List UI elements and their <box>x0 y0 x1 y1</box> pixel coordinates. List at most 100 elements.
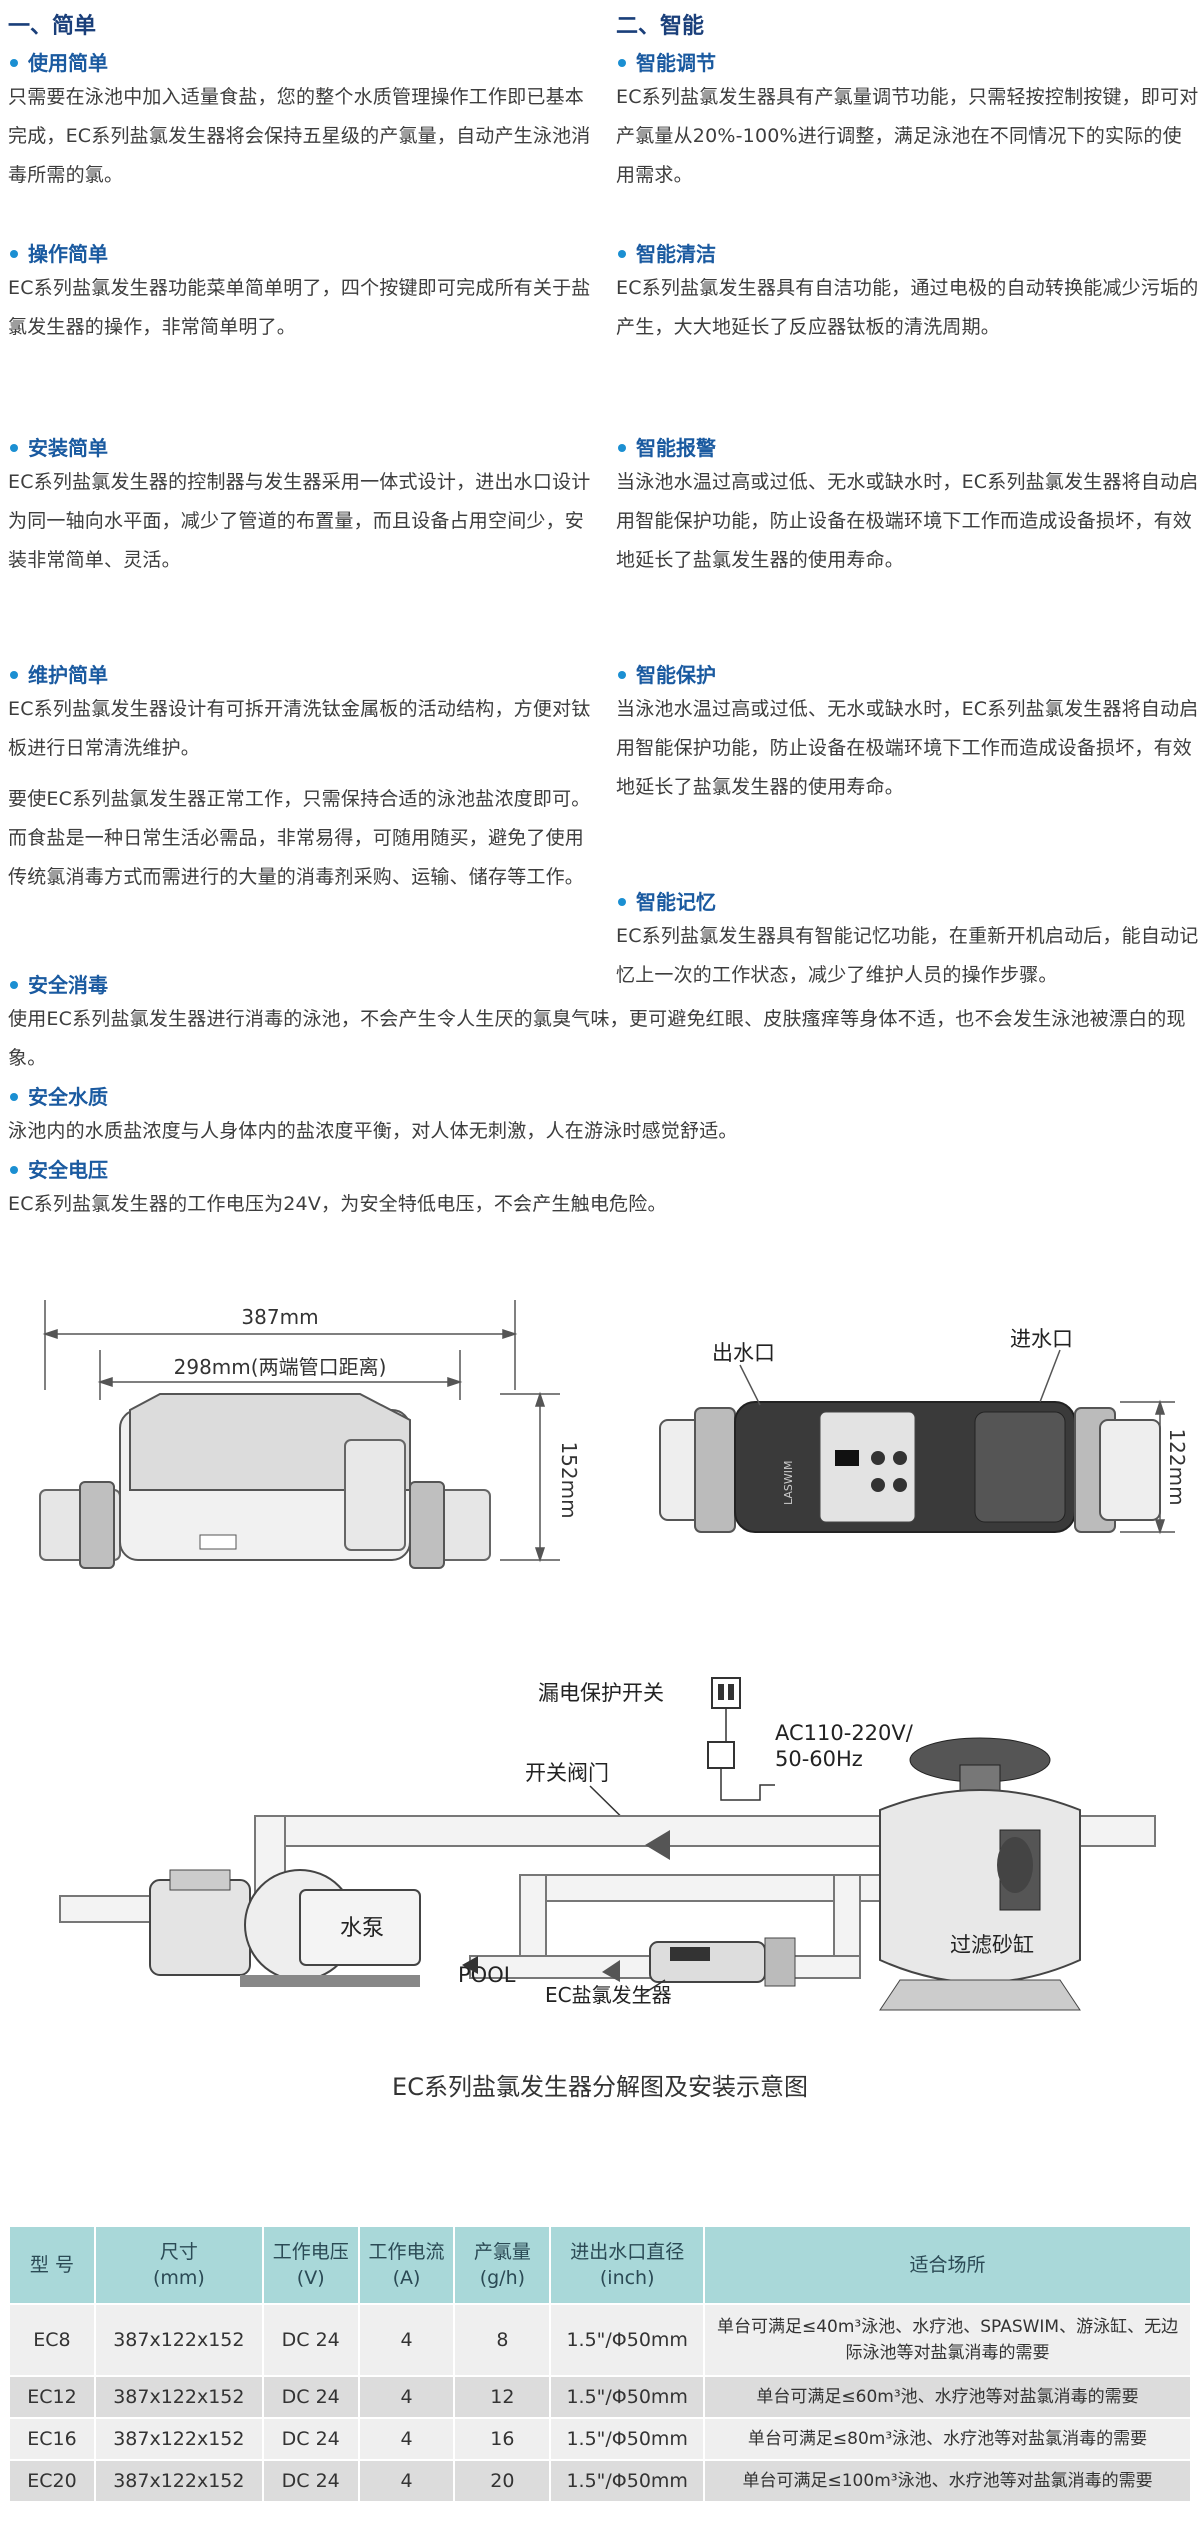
feature-item: 智能清洁 EC系列盐氯发生器具有自洁功能，通过电极的自动转换能减少污垢的产生，大… <box>616 239 1200 347</box>
table-header: 型 号 <box>8 2225 96 2305</box>
table-cell: 4 <box>357 2417 456 2461</box>
table-row: EC16 387x122x152 DC 24 4 16 1.5"/Φ50mm 单… <box>8 2417 1192 2461</box>
bullet-icon <box>618 250 626 258</box>
bullet-icon <box>618 444 626 452</box>
valve-label: 开关阀门 <box>525 1761 609 1785</box>
left-column: 一、简单 使用简单 只需要在泳池中加入适量食盐，您的整个水质管理操作工作即已基本… <box>8 0 592 897</box>
bullet-icon <box>618 59 626 67</box>
feature-title: 维护简单 <box>28 663 108 687</box>
feature-item: 智能保护 当泳池水温过高或过低、无水或缺水时，EC系列盐氯发生器将自动启用智能保… <box>616 660 1200 807</box>
safety-item: 安全水质 泳池内的水质盐浓度与人身体内的盐浓度平衡，对人体无刺激，人在游泳时感觉… <box>8 1082 1192 1151</box>
dimension-diagram: 387mm 298mm(两端管口距离) <box>39 1300 1189 1569</box>
feature-title: 智能报警 <box>636 436 716 460</box>
table-cell: 20 <box>453 2459 552 2503</box>
height-label: 152mm <box>557 1441 581 1518</box>
table-header: 工作电流(A) <box>357 2225 456 2305</box>
control-button <box>871 1451 885 1465</box>
feature-text: EC系列盐氯发生器设计有可拆开清洗钛金属板的活动结构，方便对钛板进行日常清洗维护… <box>8 698 591 759</box>
height-dimension <box>500 1391 560 1563</box>
table-cell: 1.5"/Φ50mm <box>549 2417 706 2461</box>
safety-text: 泳池内的水质盐浓度与人身体内的盐浓度平衡，对人体无刺激，人在游泳时感觉舒适。 <box>8 1120 738 1142</box>
leakage-switch-icon <box>711 1677 741 1709</box>
table-cell: 1.5"/Φ50mm <box>549 2459 706 2503</box>
table-cell: 单台可满足≤80m³泳池、水疗池等对盐氯消毒的需要 <box>703 2417 1192 2461</box>
bullet-icon <box>618 671 626 679</box>
table-row: EC20 387x122x152 DC 24 4 20 1.5"/Φ50mm 单… <box>8 2459 1192 2503</box>
length-dimension <box>42 1300 518 1390</box>
feature-title: 使用简单 <box>28 51 108 75</box>
table-header: 适合场所 <box>703 2225 1192 2305</box>
bullet-icon <box>10 59 18 67</box>
table-cell: 387x122x152 <box>93 2303 264 2377</box>
pipe-distance-label: 298mm(两端管口距离) <box>174 1355 387 1379</box>
length-label: 387mm <box>241 1305 318 1329</box>
installation-diagram: 漏电保护开关 AC110-220V/ 50-60Hz 开关阀门 <box>59 1677 1156 2011</box>
table-cell: 12 <box>453 2375 552 2419</box>
table-header: 工作电压(V) <box>261 2225 360 2305</box>
table-cell: 8 <box>453 2303 552 2377</box>
feature-text: EC系列盐氯发生器功能菜单简单明了，四个按键即可完成所有关于盐氯发生器的操作，非… <box>8 277 591 338</box>
table-cell: 单台可满足≤60m³池、水疗池等对盐氯消毒的需要 <box>703 2375 1192 2419</box>
right-column: 二、智能 智能调节 EC系列盐氯发生器具有产氯量调节功能，只需轻按控制按键，即可… <box>616 0 1200 995</box>
feature-item: 智能调节 EC系列盐氯发生器具有产氯量调节功能，只需轻按控制按键，即可对产氯量从… <box>616 48 1200 195</box>
table-cell: 387x122x152 <box>93 2375 264 2419</box>
table-row: EC12 387x122x152 DC 24 4 12 1.5"/Φ50mm 单… <box>8 2375 1192 2419</box>
power-label-line1: AC110-220V/ <box>775 1721 914 1745</box>
table-header: 产氯量(g/h) <box>453 2225 552 2305</box>
salt-chlorinator <box>649 1937 796 1987</box>
table-cell: 387x122x152 <box>93 2417 264 2461</box>
table-cell: EC16 <box>8 2417 96 2461</box>
table-cell: EC20 <box>8 2459 96 2503</box>
table-cell: 16 <box>453 2417 552 2461</box>
safety-title: 安全电压 <box>28 1158 108 1182</box>
table-header-row: 型 号 尺寸(mm) 工作电压(V) 工作电流(A) 产氯量(g/h) 进出水口… <box>8 2225 1192 2305</box>
feature-item: 维护简单 EC系列盐氯发生器设计有可拆开清洗钛金属板的活动结构，方便对钛板进行日… <box>8 660 592 768</box>
pump <box>149 1869 421 1987</box>
table-cell: 4 <box>357 2375 456 2419</box>
table-row: EC8 387x122x152 DC 24 4 8 1.5"/Φ50mm 单台可… <box>8 2303 1192 2377</box>
table-cell: DC 24 <box>261 2375 360 2419</box>
table-cell: 4 <box>357 2303 456 2377</box>
table-cell: 4 <box>357 2459 456 2503</box>
bullet-icon <box>10 444 18 452</box>
feature-item: 智能报警 当泳池水温过高或过低、无水或缺水时，EC系列盐氯发生器将自动启用智能保… <box>616 433 1200 580</box>
generator-top-view <box>659 1401 1161 1533</box>
bullet-icon <box>10 981 18 989</box>
width-dimension <box>1120 1399 1175 1535</box>
table-cell: DC 24 <box>261 2417 360 2461</box>
salt-paragraph: 要使EC系列盐氯发生器正常工作，只需保持合适的泳池盐浓度即可。而食盐是一种日常生… <box>8 788 591 888</box>
pipe-distance-dimension <box>97 1350 463 1400</box>
feature-text: EC系列盐氯发生器具有自洁功能，通过电极的自动转换能减少污垢的产生，大大地延长了… <box>616 277 1199 338</box>
control-button <box>893 1451 907 1465</box>
power-label-line2: 50-60Hz <box>775 1747 863 1771</box>
safety-section: 安全消毒 使用EC系列盐氯发生器进行消毒的泳池，不会产生令人生厌的氯臭气味，更可… <box>8 970 1192 1224</box>
pump-label: 水泵 <box>340 1916 384 1941</box>
feature-title: 操作简单 <box>28 242 108 266</box>
feature-title: 安装简单 <box>28 436 108 460</box>
inlet-label: 进水口 <box>1010 1327 1073 1351</box>
feature-title: 智能清洁 <box>636 242 716 266</box>
display-screen <box>835 1450 859 1466</box>
safety-title: 安全水质 <box>28 1085 108 1109</box>
feature-title: 智能记忆 <box>636 890 716 914</box>
table-header: 尺寸(mm) <box>93 2225 264 2305</box>
valve-icon <box>602 1960 620 1982</box>
filter-label: 过滤砂缸 <box>950 1933 1034 1957</box>
feature-title: 智能保护 <box>636 663 716 687</box>
feature-item: 智能记忆 EC系列盐氯发生器具有智能记忆功能，在重新开机启动后，能自动记忆上一次… <box>616 887 1200 995</box>
feature-item: 使用简单 只需要在泳池中加入适量食盐，您的整个水质管理操作工作即已基本完成，EC… <box>8 48 592 195</box>
table-cell: 387x122x152 <box>93 2459 264 2503</box>
safety-item: 安全消毒 使用EC系列盐氯发生器进行消毒的泳池，不会产生令人生厌的氯臭气味，更可… <box>8 970 1192 1078</box>
safety-title: 安全消毒 <box>28 973 108 997</box>
safety-text: 使用EC系列盐氯发生器进行消毒的泳池，不会产生令人生厌的氯臭气味，更可避免红眼、… <box>8 1008 1186 1069</box>
bullet-icon <box>618 898 626 906</box>
bullet-icon <box>10 1093 18 1101</box>
feature-text: EC系列盐氯发生器具有产氯量调节功能，只需轻按控制按键，即可对产氯量从20%-1… <box>616 86 1199 186</box>
width-label: 122mm <box>1165 1428 1189 1505</box>
bullet-icon <box>10 250 18 258</box>
section-title-simple: 一、简单 <box>8 14 97 39</box>
diagram-caption: EC系列盐氯发生器分解图及安装示意图 <box>392 2073 808 2101</box>
feature-text: 当泳池水温过高或过低、无水或缺水时，EC系列盐氯发生器将自动启用智能保护功能，防… <box>616 471 1199 571</box>
control-button <box>871 1478 885 1492</box>
